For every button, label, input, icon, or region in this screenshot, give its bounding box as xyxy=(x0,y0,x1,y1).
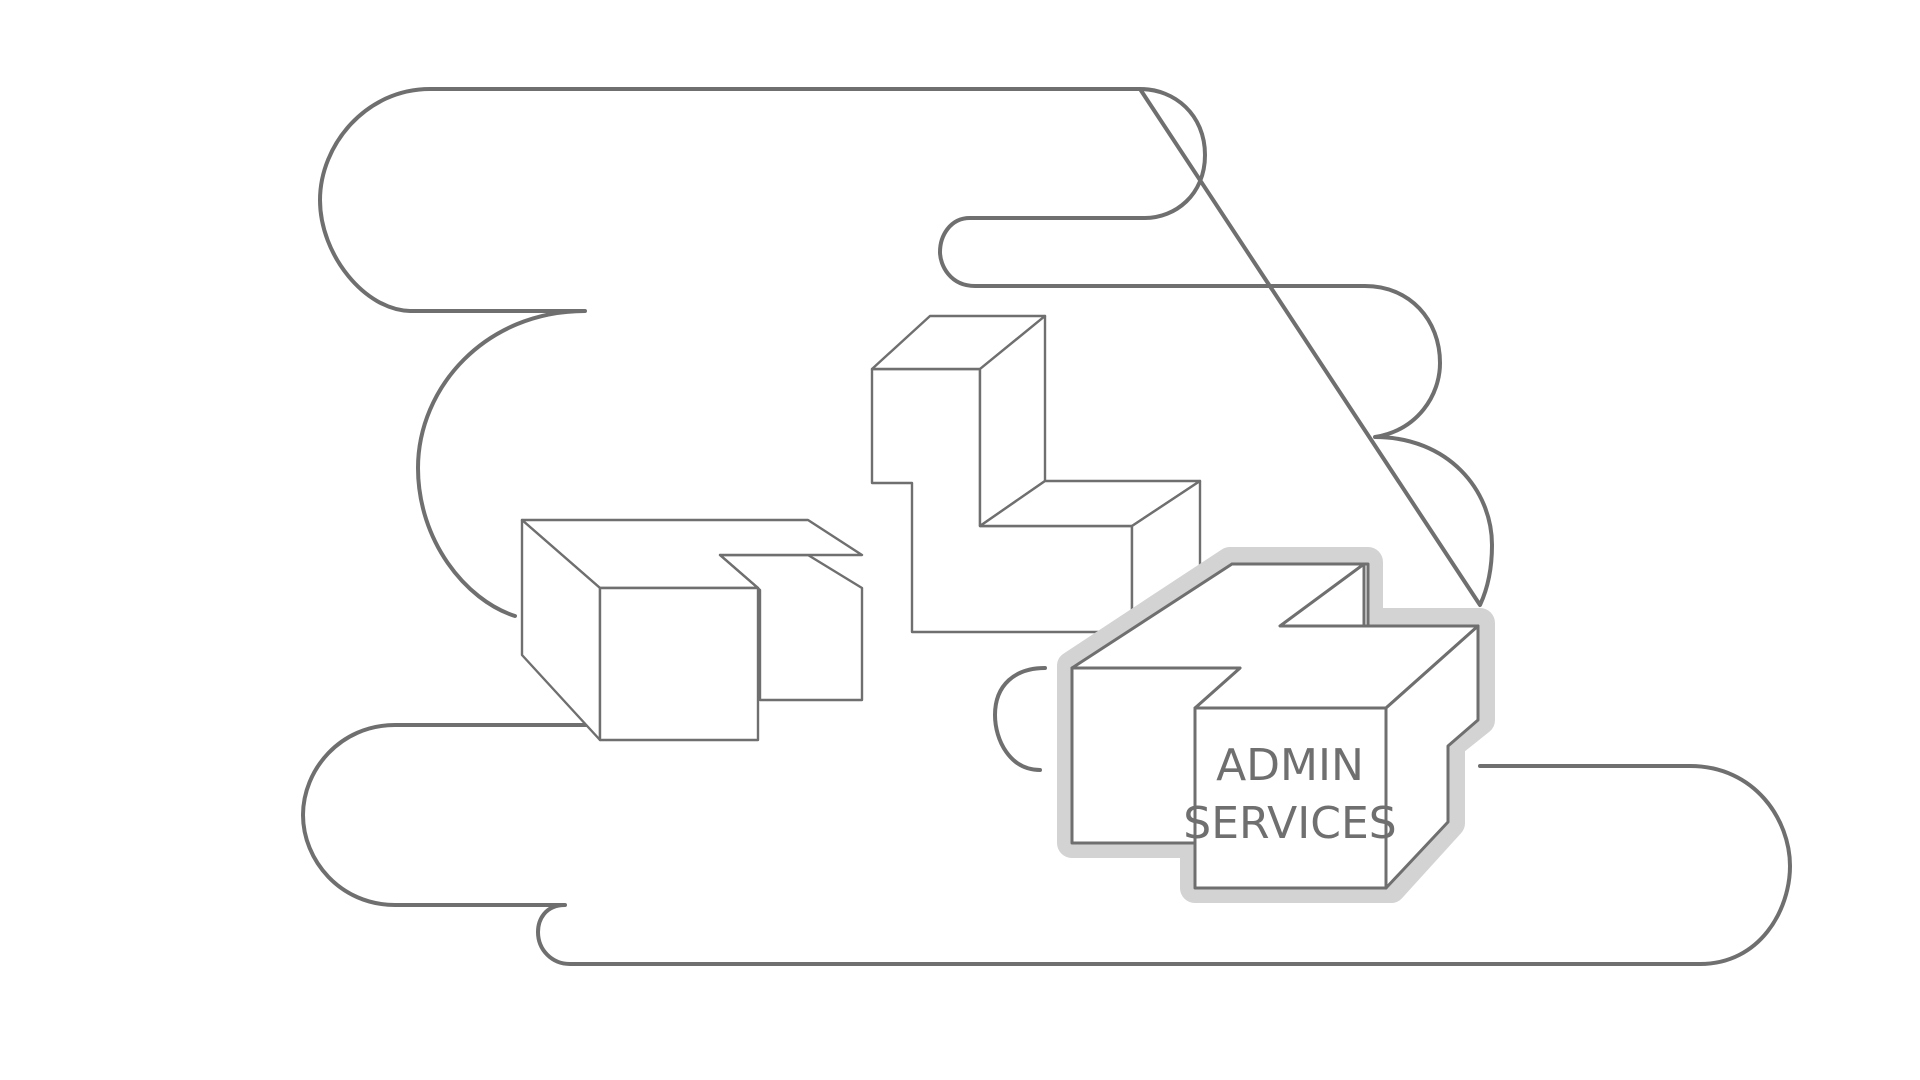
admin-services-label-line2: SERVICES xyxy=(1183,798,1396,849)
middle-block xyxy=(870,314,1202,634)
left-block-front xyxy=(598,586,760,742)
admin-services-front xyxy=(1193,706,1388,890)
left-block-step-edge xyxy=(718,553,760,590)
admin-services-back-side xyxy=(1362,562,1370,628)
admin-services-label-line1: ADMIN xyxy=(1216,740,1364,791)
left-block xyxy=(520,518,864,742)
admin-services-block[interactable]: ADMIN SERVICES xyxy=(1057,547,1495,903)
cloud-outline xyxy=(301,87,1792,966)
